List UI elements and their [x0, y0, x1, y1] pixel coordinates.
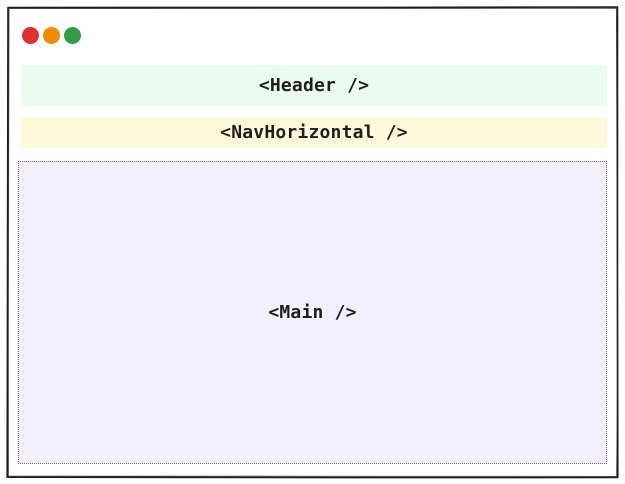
window-minimize-dot[interactable] [43, 27, 60, 44]
window-frame-outline [6, 6, 619, 479]
window-maximize-dot[interactable] [64, 27, 81, 44]
main-block: <Main /> [18, 161, 607, 464]
nav-horizontal-label: <NavHorizontal /> [220, 122, 408, 143]
nav-horizontal-block: <NavHorizontal /> [21, 117, 607, 148]
header-label: <Header /> [258, 75, 370, 96]
header-block: <Header /> [21, 65, 607, 106]
main-label: <Main /> [268, 302, 357, 323]
window-frame-outline-sketch [7, 7, 618, 478]
window-close-dot[interactable] [22, 27, 39, 44]
